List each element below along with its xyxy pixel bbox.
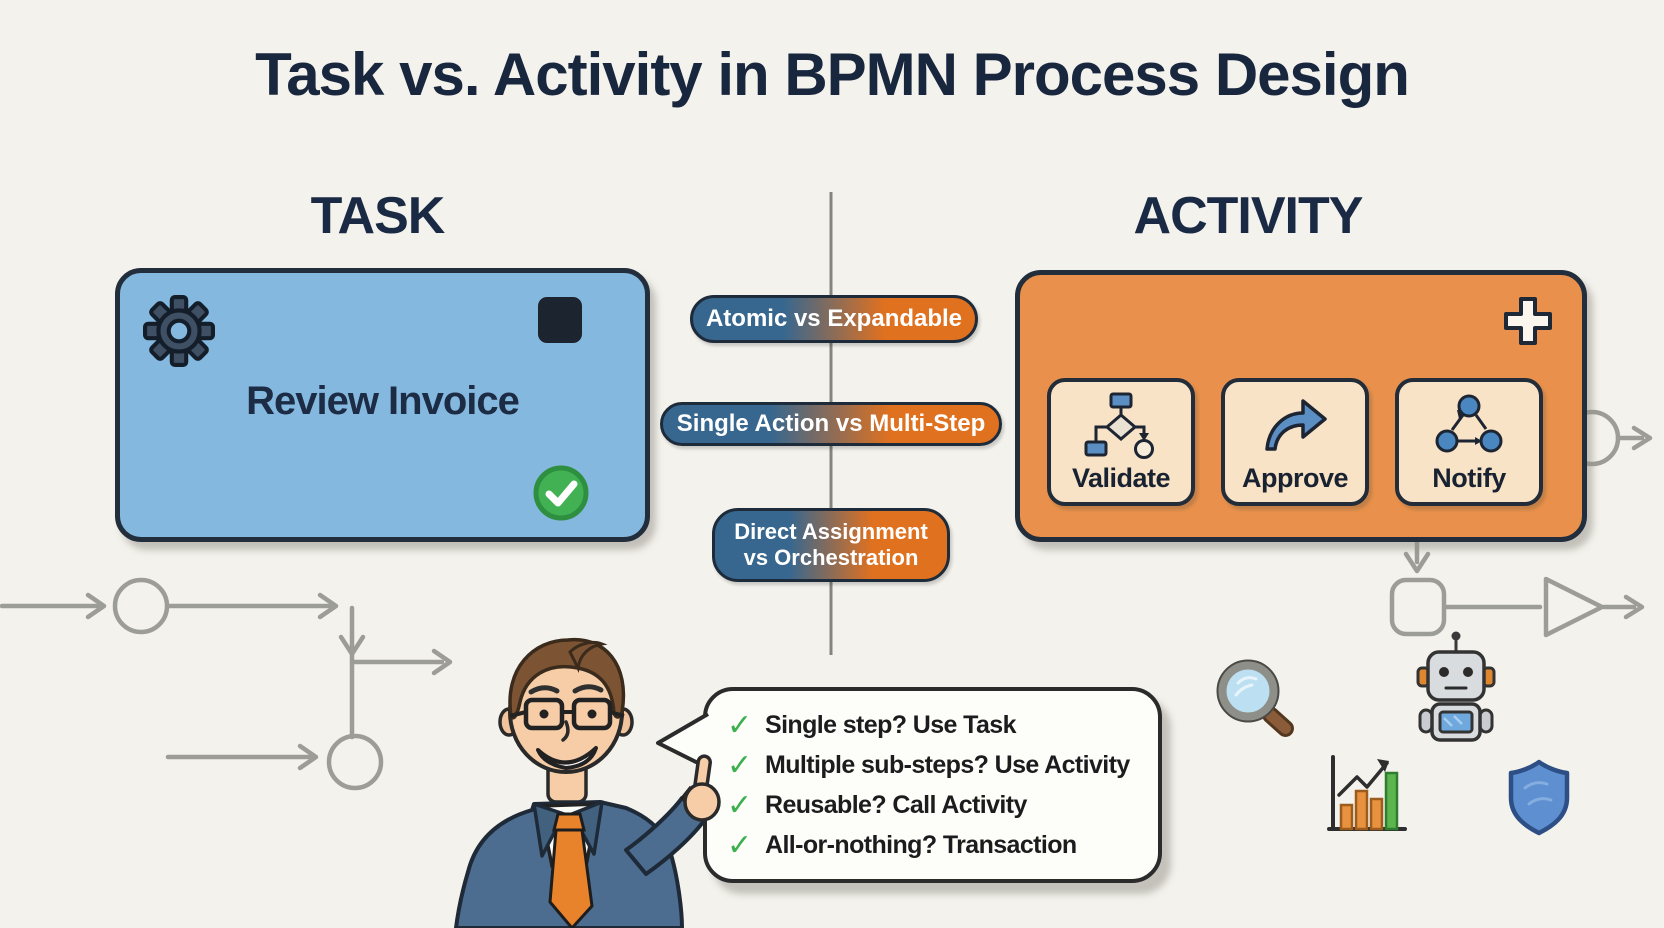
pill-label: Atomic vs Expandable: [705, 305, 963, 332]
presenter-character: [454, 637, 721, 928]
subtask-label: Approve: [1241, 463, 1349, 493]
checklist-item-text: Reusable? Call Activity: [765, 790, 1027, 819]
check-icon: ✓: [727, 787, 753, 823]
pill-direct-assignment-vs-orchestration: Direct Assignment vs Orchestration: [712, 508, 950, 582]
checklist-item: ✓ Single step? Use Task: [727, 705, 1144, 745]
check-icon: ✓: [727, 827, 753, 863]
check-circle-icon: [533, 465, 589, 521]
checklist-item-text: All-or-nothing? Transaction: [765, 830, 1077, 859]
pill-single-action-vs-multi-step: Single Action vs Multi-Step: [660, 402, 1002, 446]
checklist-item: ✓ Reusable? Call Activity: [727, 785, 1144, 825]
subtask-label: Notify: [1432, 463, 1506, 493]
forward-arrow-icon: [1225, 392, 1365, 458]
subtask-approve: Approve: [1221, 378, 1369, 506]
checklist-item: ✓ All-or-nothing? Transaction: [727, 825, 1144, 865]
check-icon: ✓: [727, 707, 753, 743]
activity-box: Validate Approve: [1015, 270, 1587, 542]
task-box-label: Review Invoice: [246, 379, 520, 423]
square-marker-icon: [538, 297, 582, 343]
shield-icon: [1508, 759, 1570, 836]
gear-icon: [143, 295, 215, 367]
decision-speech-bubble: ✓ Single step? Use Task ✓ Multiple sub-s…: [703, 687, 1162, 883]
network-nodes-icon: [1399, 392, 1539, 458]
checklist-item: ✓ Multiple sub-steps? Use Activity: [727, 745, 1144, 785]
pill-label-line1: Direct Assignment: [734, 518, 928, 544]
flowchart-icon: [1051, 392, 1191, 464]
pill-atomic-vs-expandable: Atomic vs Expandable: [690, 295, 978, 343]
checklist-item-text: Multiple sub-steps? Use Activity: [765, 750, 1130, 779]
checklist-item-text: Single step? Use Task: [765, 710, 1017, 739]
speech-bubble-tail: [656, 712, 710, 770]
task-box: Review Invoice: [115, 268, 650, 542]
subtask-notify: Notify: [1395, 378, 1543, 506]
pill-label-line2: vs Orchestration: [743, 545, 919, 570]
plus-icon: [1504, 297, 1552, 345]
pill-label: Single Action vs Multi-Step: [676, 410, 986, 437]
task-section-heading: TASK: [310, 187, 446, 245]
activity-section-heading: ACTIVITY: [1133, 187, 1364, 245]
page-title: Task vs. Activity in BPMN Process Design: [255, 41, 1410, 108]
growth-chart-icon: [1327, 755, 1407, 831]
robot-icon: [1416, 631, 1496, 742]
subtask-label: Validate: [1071, 463, 1171, 493]
magnifier-icon: [1216, 659, 1294, 737]
check-icon: ✓: [727, 747, 753, 783]
subtask-validate: Validate: [1047, 378, 1195, 506]
